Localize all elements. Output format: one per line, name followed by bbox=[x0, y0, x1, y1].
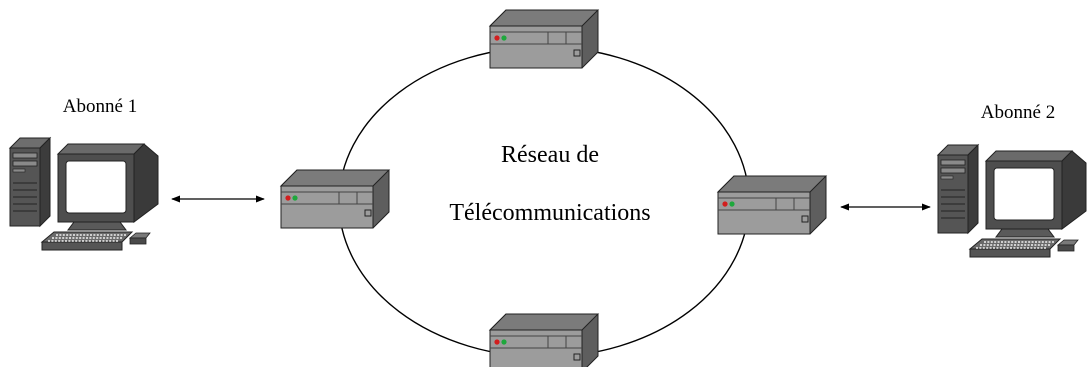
subscriber-2-label: Abonné 2 bbox=[981, 102, 1055, 123]
network-switch-icon bbox=[489, 313, 599, 367]
subscriber-1-label: Abonné 1 bbox=[63, 96, 137, 117]
desktop-computer-icon bbox=[937, 144, 1087, 258]
network-label-line1: Réseau de bbox=[501, 142, 599, 168]
desktop-computer-icon bbox=[9, 137, 159, 251]
network-switch-icon bbox=[717, 175, 827, 235]
network-switch-icon bbox=[280, 169, 390, 229]
network-label-line2: Télécommunications bbox=[449, 200, 650, 226]
network-switch-icon bbox=[489, 9, 599, 69]
